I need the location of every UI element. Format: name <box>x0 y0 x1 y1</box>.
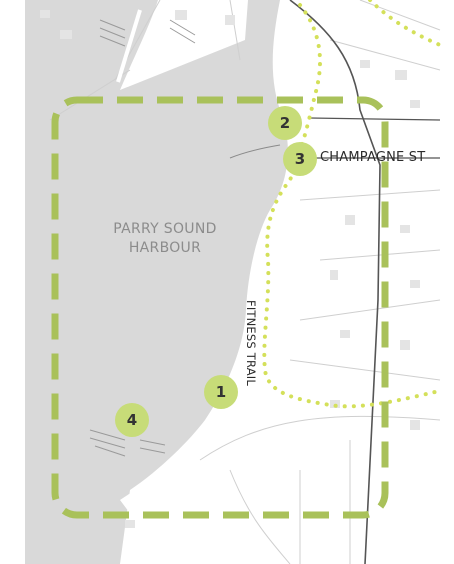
tour-route <box>51 96 389 519</box>
fitness-trail-label: FITNESS TRAIL <box>244 300 258 386</box>
buildings <box>40 10 420 528</box>
harbour-label: PARRY SOUND HARBOUR <box>95 220 235 258</box>
pier <box>116 9 142 83</box>
fitness-trail <box>262 0 442 409</box>
harbour-label-line1: PARRY SOUND <box>113 221 217 237</box>
shore-land <box>120 440 230 520</box>
street-label-champagne: CHAMPAGNE ST <box>320 150 426 165</box>
map-marker-1[interactable]: 1 <box>204 375 238 409</box>
map-marker-3[interactable]: 3 <box>283 142 317 176</box>
map-marker-4[interactable]: 4 <box>115 403 149 437</box>
docks <box>89 19 281 457</box>
harbour-label-line2: HARBOUR <box>128 240 202 256</box>
minor-streets <box>49 0 441 564</box>
map-marker-2[interactable]: 2 <box>268 106 302 140</box>
harbour-water <box>25 0 288 564</box>
